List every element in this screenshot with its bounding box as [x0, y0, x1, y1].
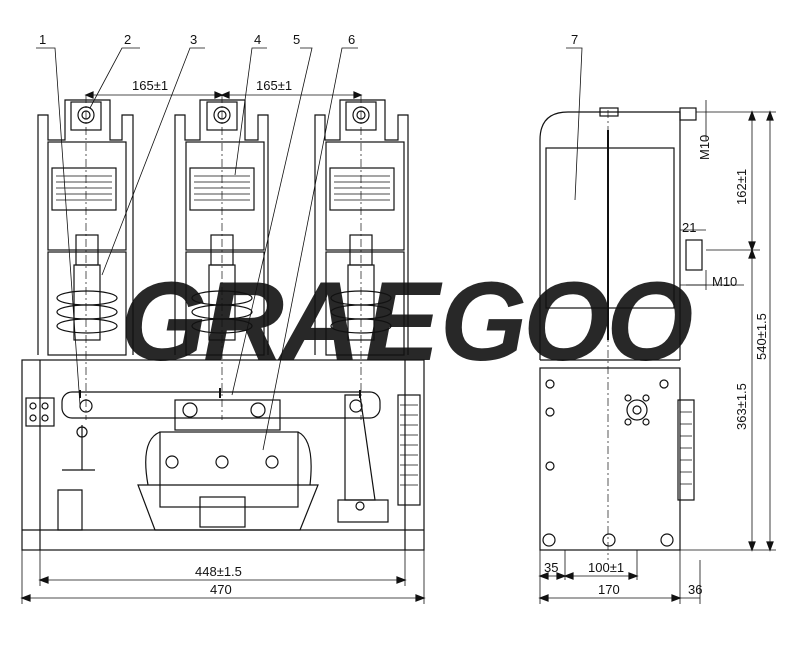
dim-side-extra: 36 [688, 582, 702, 597]
side-dimensions [538, 100, 776, 604]
dim-side-offset: 35 [544, 560, 558, 575]
side-view: 7 [539, 32, 706, 560]
dim-upper-height: 162±1 [734, 169, 749, 205]
callout-3: 3 [190, 32, 197, 47]
base-frame [21, 359, 425, 551]
callout-6: 6 [348, 32, 355, 47]
callout-7: 7 [571, 32, 578, 47]
watermark-logo: GRA E GOO [120, 259, 696, 384]
dim-thread-bottom: M10 [712, 274, 737, 289]
watermark-text-right: GOO [440, 259, 692, 384]
dim-hole-spacing: 100±1 [588, 560, 624, 575]
dim-base-width: 448±1.5 [195, 564, 242, 579]
callout-4: 4 [254, 32, 261, 47]
dim-lower-height: 363±1.5 [734, 383, 749, 430]
watermark-text-mid: E [365, 259, 443, 384]
pole-housing-1 [37, 99, 134, 356]
dim-pole-spacing-right: 165±1 [256, 78, 292, 93]
dim-overall-width: 470 [210, 582, 232, 597]
dim-thread-top: M10 [697, 135, 712, 160]
dim-terminal-offset: 21 [682, 220, 696, 235]
front-view: 1 2 3 4 5 6 165±1 165±1 448±1.5 470 [20, 32, 426, 604]
callout-leaders [36, 47, 358, 451]
callout-2: 2 [124, 32, 131, 47]
pole-housing-3 [314, 99, 409, 356]
dim-side-depth: 170 [598, 582, 620, 597]
callout-1: 1 [39, 32, 46, 47]
callout-5: 5 [293, 32, 300, 47]
dim-pole-spacing-left: 165±1 [132, 78, 168, 93]
watermark-text-left: GRA [120, 259, 357, 384]
dim-total-height: 540±1.5 [754, 313, 769, 360]
